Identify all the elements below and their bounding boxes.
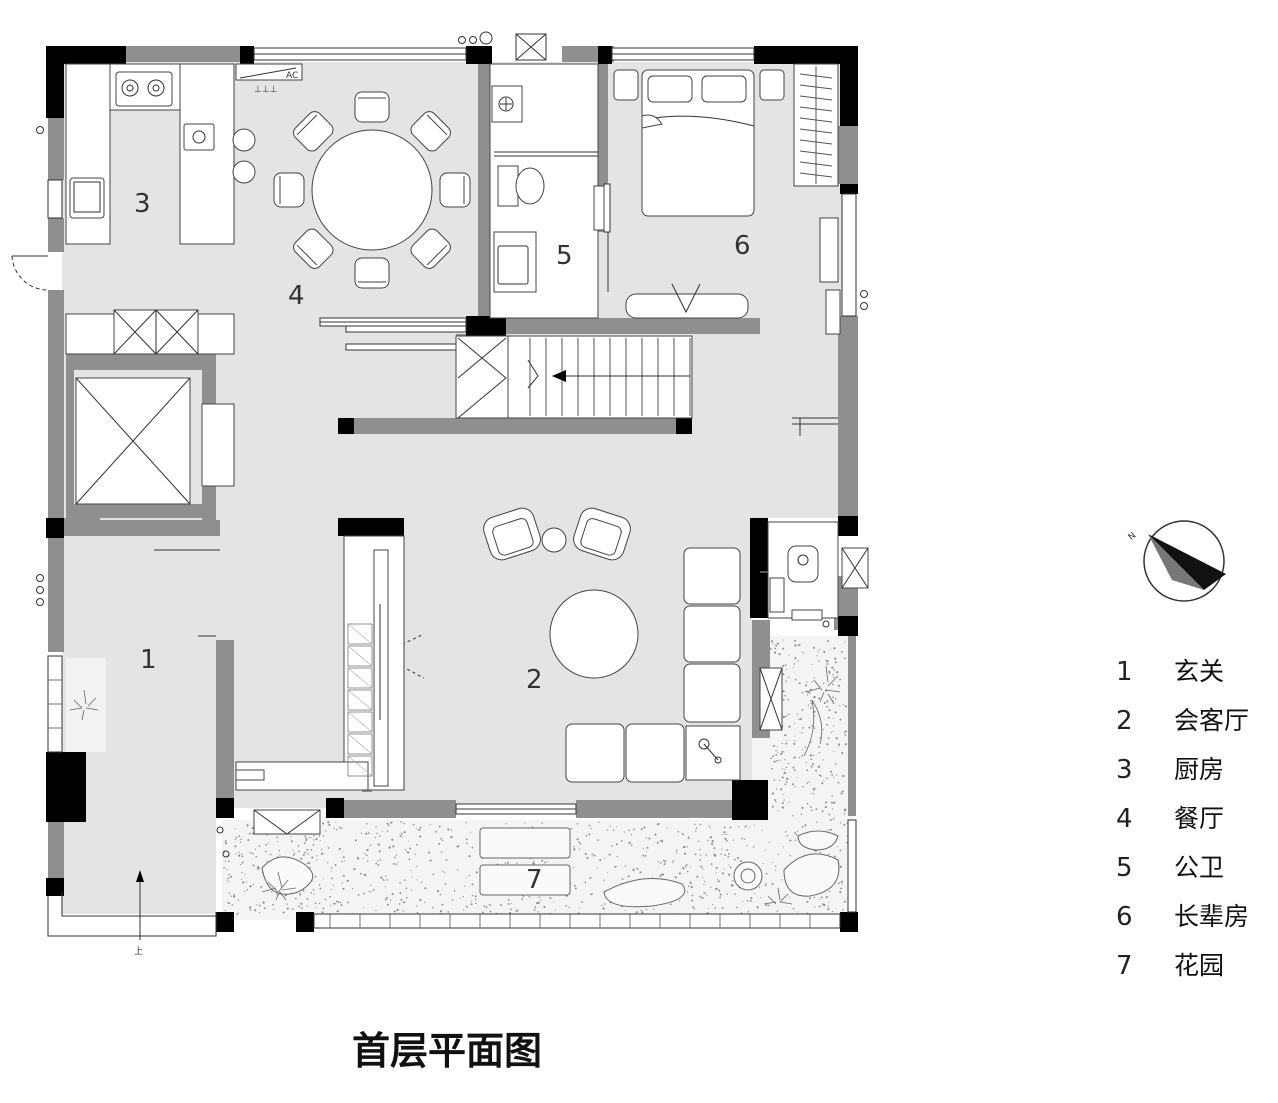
walls-gray: [48, 46, 858, 892]
bar-stool: [232, 128, 256, 152]
legend: 1 玄关 2 会客厅 3 厨房 4 餐厅 5 公卫 6 长辈房 7 花园: [1116, 657, 1249, 981]
entry-arrow-icon: [136, 870, 144, 882]
room-number-4: 4: [288, 281, 305, 311]
legend-name: 餐厅: [1174, 804, 1224, 833]
stair-treads: [529, 338, 691, 416]
tv-cabinet: [235, 535, 405, 791]
dining-table: [311, 129, 433, 251]
legend-number: 1: [1116, 657, 1133, 687]
kitchen-counter: AC ⊥⊥⊥: [65, 63, 303, 245]
tv-cabinet-doors: [347, 623, 373, 777]
armchair: [573, 507, 631, 561]
dining-chair: [354, 91, 390, 123]
room-number-5: 5: [556, 241, 573, 271]
coffee-table: [549, 589, 639, 679]
walls-black: [46, 46, 858, 932]
side-table: [541, 527, 567, 553]
garden-stones: [261, 827, 840, 908]
washbasin-icon: [497, 245, 529, 285]
sofa-seat: [625, 723, 685, 783]
legend-number: 4: [1116, 804, 1133, 834]
bedroom-furniture: [613, 63, 841, 335]
dining-chair: [293, 228, 334, 269]
sofa-seat: [565, 723, 625, 783]
window-mullions: [48, 679, 811, 928]
room-number-2: 2: [526, 665, 543, 695]
windows: [47, 47, 857, 929]
bathroom-fixtures: [489, 63, 605, 319]
stair-arrow-icon: [552, 370, 566, 382]
dining-chair: [410, 111, 451, 152]
entry-up-label: 上: [134, 946, 143, 957]
living-room-furniture: [541, 527, 741, 783]
plan-title: 首层平面图: [352, 1029, 542, 1073]
room-number-7: 7: [526, 865, 543, 895]
garden-plants: [69, 665, 841, 905]
dining-chair: [354, 257, 390, 289]
legend-number: 7: [1116, 951, 1133, 981]
floor-lamp-table: [685, 725, 741, 781]
kitchen-sink-icon: [69, 177, 105, 219]
entrance-outline: [47, 880, 217, 940]
nightstand: [613, 69, 639, 101]
svg-text:⊥⊥⊥: ⊥⊥⊥: [254, 85, 278, 95]
bed: [641, 69, 755, 217]
dining-chairs: [273, 91, 471, 289]
sofa-seat: [683, 605, 741, 663]
armchair: [483, 507, 541, 561]
legend-name: 公卫: [1174, 853, 1224, 882]
doors: [11, 183, 838, 679]
room-number-3: 3: [134, 189, 151, 219]
elevator-shaft: [75, 377, 191, 505]
island-sink-icon: [183, 123, 215, 151]
legend-name: 会客厅: [1174, 706, 1249, 735]
toilet-icon: [515, 167, 545, 205]
wardrobe-hangers: [799, 66, 833, 184]
compass-needle-icon: [1148, 534, 1226, 590]
ac-label: AC: [286, 71, 298, 81]
legend-number: 3: [1116, 755, 1133, 785]
stair-direction: [527, 359, 690, 389]
sofa-seat: [683, 547, 741, 605]
legend-number: 5: [1116, 853, 1133, 883]
legend-name: 厨房: [1174, 755, 1224, 784]
sofa-seat: [683, 663, 741, 723]
toilet-icon: [787, 545, 819, 583]
legend-name: 长辈房: [1174, 902, 1249, 931]
bar-stool: [232, 160, 256, 184]
legend-name: 花园: [1174, 951, 1224, 980]
dining-chair: [410, 228, 451, 269]
legend-name: 玄关: [1174, 657, 1224, 686]
legend-number: 6: [1116, 902, 1133, 932]
dining-chair: [293, 111, 334, 152]
legend-number: 2: [1116, 706, 1133, 736]
room-number-1: 1: [140, 645, 157, 675]
room-number-6: 6: [734, 231, 751, 261]
bench: [625, 293, 749, 319]
north-compass: N: [1127, 520, 1226, 602]
exterior-outlets: [36, 31, 868, 858]
staircase: [455, 335, 693, 419]
dining-chair: [273, 172, 305, 208]
room-labels: 1 2 3 4 5 6 7: [134, 189, 751, 895]
dining-chair: [439, 172, 471, 208]
nightstand: [759, 69, 785, 101]
compass-north-label: N: [1127, 531, 1139, 543]
small-bathroom: [253, 521, 869, 835]
entry-cabinet: [65, 309, 235, 487]
